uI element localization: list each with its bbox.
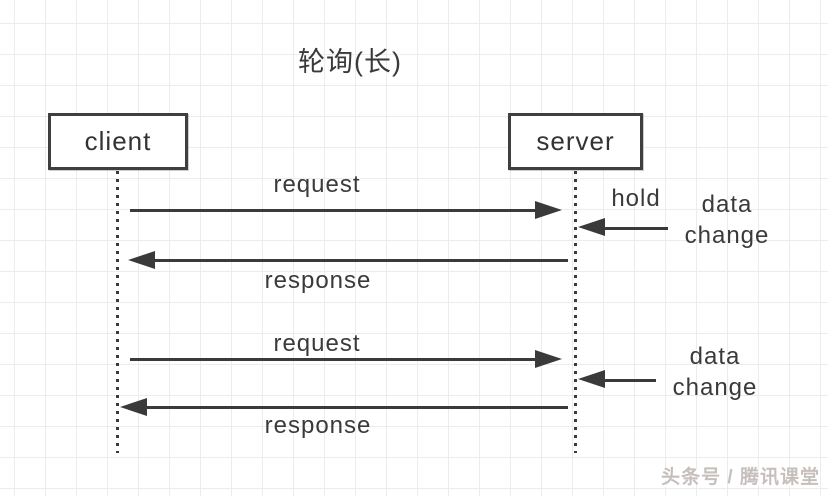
data-change-1-line1: data bbox=[701, 191, 753, 218]
arrowhead-left-icon bbox=[128, 251, 155, 269]
actor-client-label: client bbox=[84, 126, 152, 156]
arrowhead-left-icon bbox=[578, 370, 605, 388]
message-label-request-1: request bbox=[273, 171, 361, 198]
server-lifeline bbox=[574, 171, 577, 453]
data-change-label-2: data change bbox=[645, 341, 785, 403]
arrow-shaft bbox=[142, 406, 568, 409]
arrowhead-right-icon bbox=[535, 201, 562, 219]
data-change-arrow-1 bbox=[578, 218, 668, 238]
actor-server-label: server bbox=[536, 126, 615, 156]
watermark: 头条号 / 腾讯课堂 bbox=[661, 467, 820, 488]
message-label-request-2: request bbox=[273, 330, 361, 357]
data-change-2-line2: change bbox=[672, 374, 758, 401]
message-label-response-1: response bbox=[264, 267, 372, 294]
message-label-response-2: response bbox=[264, 412, 372, 439]
arrowhead-left-icon bbox=[120, 398, 147, 416]
arrow-shaft bbox=[600, 227, 668, 230]
arrowhead-right-icon bbox=[535, 350, 562, 368]
hold-label: hold bbox=[611, 185, 661, 212]
arrow-shaft bbox=[600, 379, 656, 382]
message-arrow-request-2 bbox=[130, 350, 562, 368]
data-change-label-1: data change bbox=[657, 189, 797, 251]
arrow-shaft bbox=[130, 358, 540, 361]
message-arrow-request-1 bbox=[130, 201, 562, 219]
client-lifeline bbox=[116, 171, 119, 453]
message-arrow-response-1 bbox=[128, 251, 568, 269]
arrow-shaft bbox=[150, 259, 568, 262]
message-arrow-response-2 bbox=[120, 398, 568, 416]
data-change-2-line1: data bbox=[689, 343, 741, 370]
actor-box-client: client bbox=[48, 113, 188, 170]
diagram-title: 轮询(长) bbox=[298, 47, 402, 77]
actor-box-server: server bbox=[508, 113, 643, 170]
arrowhead-left-icon bbox=[578, 218, 605, 236]
data-change-arrow-2 bbox=[578, 370, 656, 390]
data-change-1-line2: change bbox=[684, 222, 770, 249]
arrow-shaft bbox=[130, 209, 540, 212]
